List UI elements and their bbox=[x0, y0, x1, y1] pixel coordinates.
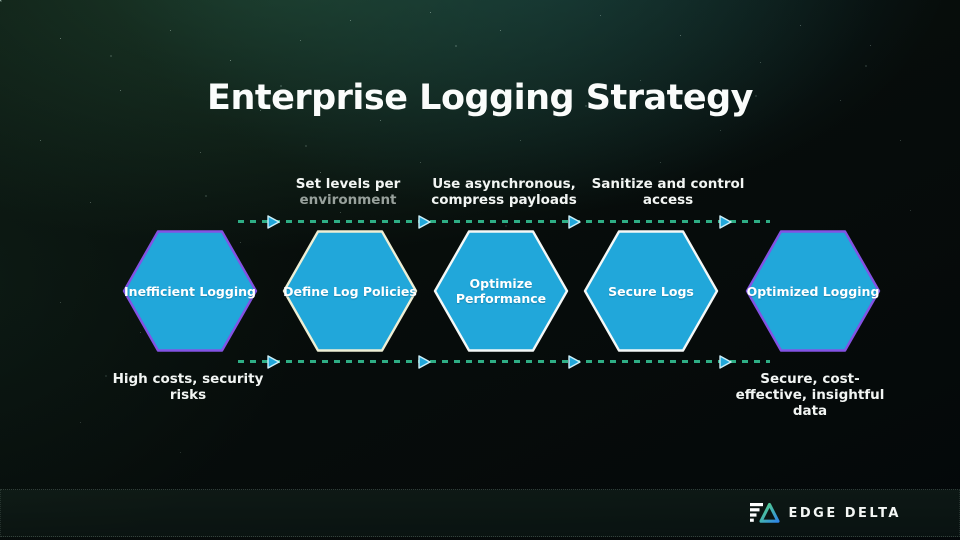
hexagon-label: Define Log Policies bbox=[283, 283, 417, 299]
arrow-right-icon bbox=[267, 215, 280, 229]
annotation-line: risks bbox=[169, 387, 207, 403]
edge-delta-logo-icon bbox=[749, 502, 780, 523]
annotation-high-costs: High costs, security risks bbox=[68, 371, 308, 403]
hexagon-step-optimize-performance: Optimize Performance bbox=[432, 229, 570, 353]
page-title: Enterprise Logging Strategy bbox=[207, 78, 753, 119]
annotation-secure-cost-effective: Secure, cost- effective, insightful data bbox=[690, 371, 930, 419]
hexagon-label: Optimized Logging bbox=[746, 283, 880, 299]
hexagon-label: Optimize Performance bbox=[455, 276, 547, 306]
annotation-line: Set levels per bbox=[295, 176, 401, 192]
annotation-line: effective, insightful bbox=[735, 387, 885, 403]
hexagon-shape bbox=[122, 230, 258, 352]
annotation-line: data bbox=[792, 403, 828, 419]
annotation-line: Sanitize and control bbox=[591, 176, 745, 192]
annotation-line: High costs, security bbox=[112, 371, 264, 387]
starfield-decoration-soft bbox=[0, 0, 2, 2]
hexagon-step-define-log-policies: Define Log Policies bbox=[281, 229, 419, 353]
hexagon-label: Secure Logs bbox=[608, 283, 694, 299]
hexagon-step-inefficient-logging: Inefficient Logging bbox=[121, 229, 259, 353]
hexagon-shape bbox=[745, 230, 881, 352]
dashed-connector-top bbox=[238, 220, 770, 223]
edge-delta-logo: EDGE DELTA bbox=[749, 500, 901, 526]
arrow-right-icon bbox=[568, 215, 581, 229]
annotation-asynchronous: Use asynchronous, compress payloads bbox=[384, 176, 624, 208]
arrow-right-icon bbox=[418, 215, 431, 229]
annotation-line: Secure, cost- bbox=[760, 371, 860, 387]
annotation-line: access bbox=[642, 192, 694, 208]
annotation-sanitize: Sanitize and control access bbox=[548, 176, 788, 208]
hexagon-step-optimized-logging: Optimized Logging bbox=[744, 229, 882, 353]
starfield-decoration bbox=[0, 0, 1, 1]
annotation-line: compress payloads bbox=[431, 192, 577, 208]
hexagon-label: Inefficient Logging bbox=[124, 283, 256, 299]
brand-name: EDGE DELTA bbox=[788, 505, 901, 521]
footer-band: EDGE DELTA bbox=[0, 489, 960, 537]
dashed-connector-bottom bbox=[238, 360, 770, 363]
annotation-line: Use asynchronous, bbox=[432, 176, 576, 192]
hexagon-shape bbox=[282, 230, 418, 352]
arrow-right-icon bbox=[719, 355, 732, 369]
annotation-set-levels: Set levels per environment bbox=[228, 176, 468, 208]
arrow-right-icon bbox=[719, 215, 732, 229]
hexagon-shape bbox=[583, 230, 719, 352]
hexagon-shape bbox=[433, 230, 569, 352]
arrow-right-icon bbox=[418, 355, 431, 369]
hexagon-step-secure-logs: Secure Logs bbox=[582, 229, 720, 353]
arrow-right-icon bbox=[267, 355, 280, 369]
annotation-line-muted: environment bbox=[299, 192, 397, 208]
arrow-right-icon bbox=[568, 355, 581, 369]
